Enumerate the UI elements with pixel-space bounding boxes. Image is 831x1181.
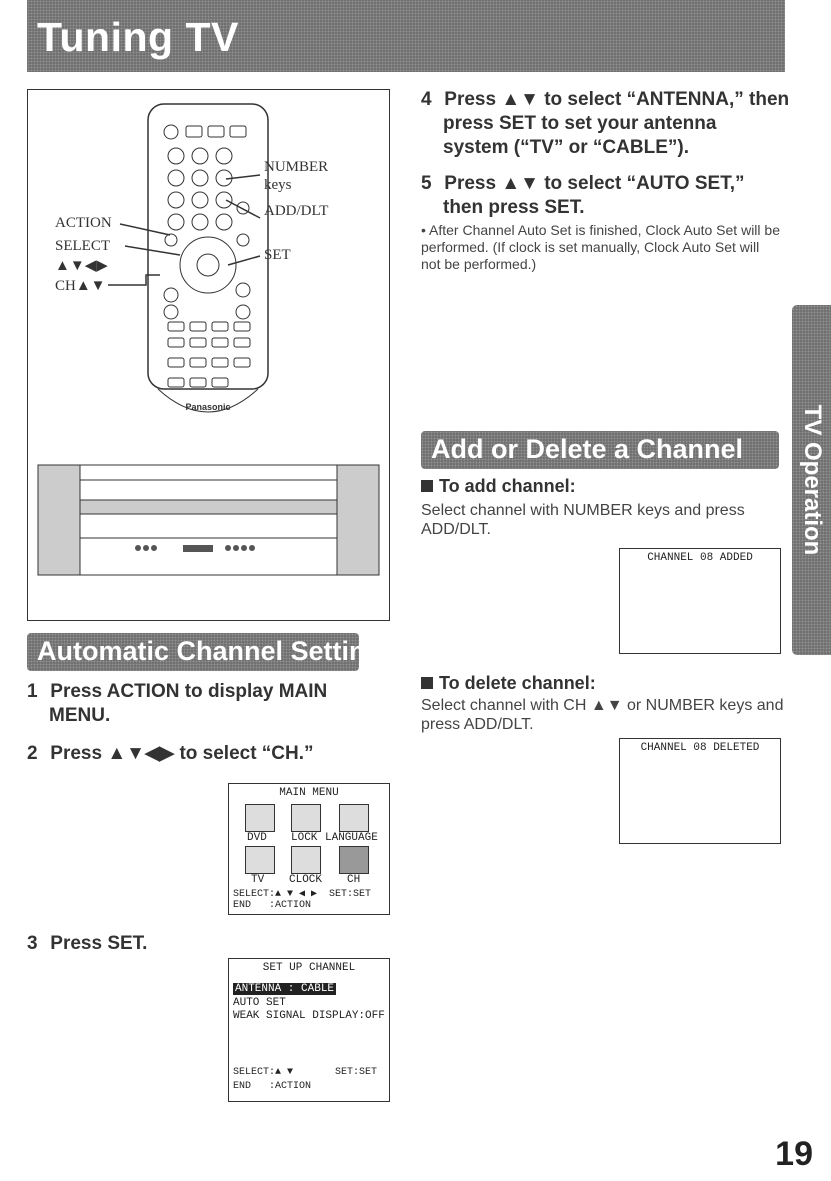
channel-deleted-text: CHANNEL 08 DELETED	[640, 742, 760, 754]
main-menu-footer-end: END :ACTION	[233, 900, 312, 911]
step-5-text-2: then press SET.	[443, 197, 585, 218]
step-4-text-2: press SET to set your antenna	[443, 113, 717, 134]
weak-signal-line: WEAK SIGNAL DISPLAY:OFF	[233, 1010, 385, 1022]
step-3-num: 3	[27, 933, 38, 954]
channel-added-text: CHANNEL 08 ADDED	[647, 552, 753, 564]
channel-deleted-screen: CHANNEL 08 DELETED	[619, 738, 781, 844]
step-1-text-cont: MENU.	[49, 705, 111, 726]
label-arrows: ▲▼◀▶	[55, 258, 108, 274]
page-title: Tuning TV	[37, 14, 239, 60]
bullet-square-icon	[421, 480, 433, 492]
remote-figure: Panasonic ACTION SELECT ▲▼◀▶ CH▲▼ NUMBER…	[27, 89, 390, 621]
channel-added-screen: CHANNEL 08 ADDED	[619, 548, 781, 654]
step-4-text: Press ▲▼ to select “ANTENNA,” then	[444, 89, 790, 110]
main-menu-screen: MAIN MENU DVD LOCK LANGUAGE TV CLOCK CH …	[228, 783, 390, 915]
step-2-num: 2	[27, 743, 38, 764]
add-delete-heading: Add or Delete a Channel	[421, 431, 779, 469]
menu-item-lock: LOCK	[291, 832, 318, 844]
main-menu-footer-select: SELECT:▲ ▼ ◀ ▶ SET:SET	[233, 889, 372, 900]
main-menu-header: MAIN MENU	[279, 787, 339, 799]
step-4-text-3: system (“TV” or “CABLE”).	[443, 137, 689, 158]
menu-item-ch: CH	[347, 874, 361, 886]
delete-channel-title: To delete channel:	[421, 673, 596, 694]
remote-illustration: Panasonic	[37, 103, 380, 576]
lock-icon	[291, 804, 321, 832]
ch-icon	[339, 846, 369, 874]
tv-icon	[245, 846, 275, 874]
brand-label: Panasonic	[185, 402, 230, 412]
step-4: 4 Press ▲▼ to select “ANTENNA,” then pre…	[421, 88, 789, 160]
page-number: 19	[775, 1135, 813, 1173]
bullet-square-icon	[421, 677, 433, 689]
auto-channel-heading-text: Automatic Channel Setting	[37, 636, 383, 666]
step-1-num: 1	[27, 681, 38, 702]
setup-channel-screen: SET UP CHANNEL ANTENNA : CABLE AUTO SET …	[228, 958, 390, 1102]
step-5-num: 5	[421, 173, 432, 194]
delete-channel-text: Select channel with CH ▲▼ or NUMBER keys…	[421, 697, 784, 733]
step-2: 2 Press ▲▼◀▶ to select “CH.”	[27, 742, 314, 766]
setup-footer-end: END :ACTION	[233, 1081, 312, 1092]
menu-item-language: LANGUAGE	[325, 832, 378, 844]
auto-set-note: • After Channel Auto Set is finished, Cl…	[421, 222, 780, 272]
add-delete-heading-text: Add or Delete a Channel	[431, 434, 744, 464]
clock-icon	[291, 846, 321, 874]
label-select: SELECT	[55, 238, 110, 254]
add-channel-title-text: To add channel:	[439, 476, 576, 496]
label-ch: CH▲▼	[55, 278, 106, 294]
step-4-num: 4	[421, 89, 432, 110]
label-action: ACTION	[55, 215, 112, 231]
label-add-dlt: ADD/DLT	[264, 203, 329, 219]
step-2-text: Press ▲▼◀▶ to select “CH.”	[50, 743, 314, 764]
add-channel-text: Select channel with NUMBER keys and pres…	[421, 502, 745, 538]
setup-footer-select: SELECT:▲ ▼ SET:SET	[233, 1067, 378, 1078]
menu-item-tv: TV	[251, 874, 265, 886]
add-channel-title: To add channel:	[421, 476, 576, 497]
dvd-icon	[245, 804, 275, 832]
menu-item-clock: CLOCK	[289, 874, 323, 886]
setup-header: SET UP CHANNEL	[262, 962, 356, 974]
antenna-cable-highlight: ANTENNA : CABLE	[233, 983, 337, 995]
step-3-text: Press SET.	[50, 933, 148, 954]
step-1-text: Press ACTION to display MAIN	[50, 681, 328, 702]
side-tab: TV Operation	[792, 305, 831, 655]
side-tab-label: TV Operation	[798, 404, 826, 556]
label-set: SET	[264, 247, 291, 263]
auto-set-line: AUTO SET	[233, 997, 286, 1009]
label-keys: keys	[264, 177, 292, 193]
language-icon	[339, 804, 369, 832]
step-3: 3 Press SET.	[27, 932, 147, 956]
step-5-text: Press ▲▼ to select “AUTO SET,”	[444, 173, 745, 194]
delete-channel-title-text: To delete channel:	[439, 673, 596, 693]
step-1: 1 Press ACTION to display MAIN MENU.	[27, 680, 327, 728]
label-number: NUMBER	[264, 159, 329, 175]
step-5: 5 Press ▲▼ to select “AUTO SET,” then pr…	[421, 172, 744, 220]
title-bar: Tuning TV	[27, 0, 785, 72]
menu-item-dvd: DVD	[247, 832, 267, 844]
auto-channel-heading: Automatic Channel Setting	[27, 633, 382, 671]
